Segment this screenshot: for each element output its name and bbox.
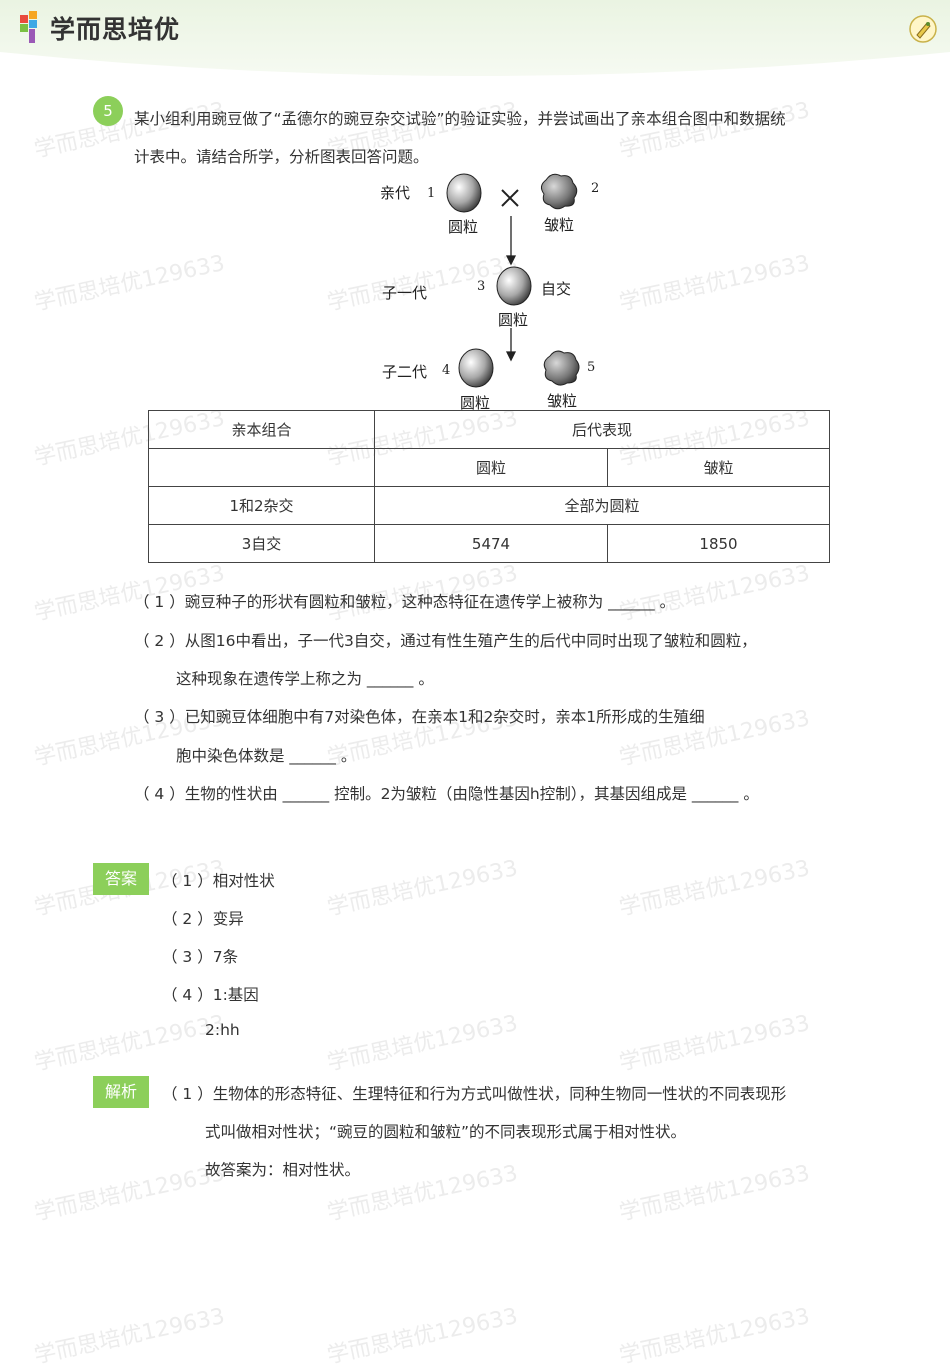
table-cell: 全部为圆粒 [374,486,830,525]
pencil-badge-icon [908,14,938,44]
watermark: 学而思培优129633 [617,251,812,316]
f2-generation-label: 子二代 [382,363,428,381]
watermark: 学而思培优129633 [325,1011,520,1076]
header-band [0,0,950,76]
sub-question-3-cont: 胞中染色体数是 ______ 。 [176,747,357,765]
wrinkled-label: 皱粒 [547,392,578,410]
sub-question-1: （ 1 ）豌豆种子的形状有圆粒和皱粒，这种态特征在遗传学上被称为 ______ … [134,593,676,611]
pea-number: 5 [587,360,596,375]
wrinkled-label: 皱粒 [544,216,575,234]
answer-line: （ 3 ）7条 [162,948,239,966]
table-cell [148,448,375,487]
question-stem: 某小组利用豌豆做了“孟德尔的豌豆杂交试验”的验证实验，并尝试画出了亲本组合图中和… [134,100,834,176]
diagram-graphics [446,173,580,388]
question-number: 5 [93,96,123,126]
table-row: 1和2杂交 全部为圆粒 [148,486,830,525]
table-header-cell: 后代表现 [374,410,830,449]
answer-line: （ 2 ）变异 [162,910,244,928]
wrinkled-pea-2 [540,173,578,210]
table-row: 亲本组合 后代表现 [148,410,830,449]
watermark: 学而思培优129633 [617,1304,812,1369]
watermark: 学而思培优129633 [325,856,520,921]
sub-question-2: （ 2 ）从图16中看出，子一代3自交，通过有性生殖产生的后代中同时出现了皱粒和… [134,632,757,650]
answer-line: （ 4 ）1:基因 [162,986,259,1004]
round-pea-3 [496,266,532,306]
analysis-line: 故答案为：相对性状。 [205,1161,361,1179]
table-cell: 1850 [607,524,830,563]
wrinkled-pea-5 [543,350,580,386]
sub-question-3: （ 3 ）已知豌豆体细胞中有7对染色体，在亲本1和2杂交时，亲本1所形成的生殖细 [134,708,705,726]
page-header: 学而思培优 [0,0,950,88]
pea-number: 4 [442,363,451,378]
sub-question-4: （ 4 ）生物的性状由 ______ 控制。2为皱粒（由隐性基因h控制），其基因… [134,785,759,803]
watermark: 学而思培优129633 [32,1161,227,1226]
logo-icon [18,11,44,45]
watermark: 学而思培优129633 [617,1011,812,1076]
f1-generation-label: 子一代 [382,284,428,302]
table-header-cell: 圆粒 [374,448,608,487]
data-table: 亲本组合 后代表现 圆粒 皱粒 1和2杂交 全部为圆粒 3自交 5474 185… [148,410,830,563]
pea-number: 2 [591,181,600,196]
watermark: 学而思培优129633 [32,1304,227,1369]
parent-generation-label: 亲代 [380,184,411,202]
brand-logo: 学而思培优 [18,10,180,46]
watermark: 学而思培优129633 [617,1161,812,1226]
watermark: 学而思培优129633 [617,856,812,921]
arrow-down [505,216,517,266]
round-pea-4 [458,348,494,388]
self-cross-label: 自交 [541,280,572,298]
analysis-line: （ 1 ）生物体的形态特征、生理特征和行为方式叫做性状，同种生物同一性状的不同表… [162,1085,787,1103]
round-label: 圆粒 [498,311,529,329]
table-cell: 3自交 [148,524,375,563]
answer-tag: 答案 [93,863,149,895]
table-cell: 1和2杂交 [148,486,375,525]
answer-line: （ 1 ）相对性状 [162,872,275,890]
round-label: 圆粒 [460,394,491,412]
table-header-cell: 亲本组合 [148,410,375,449]
analysis-tag: 解析 [93,1076,149,1108]
arrow-down [505,328,517,362]
answer-line: 2:hh [205,1021,240,1039]
table-cell: 5474 [374,524,608,563]
watermark: 学而思培优129633 [32,251,227,316]
table-header-cell: 皱粒 [607,448,830,487]
cross-diagram: 亲代 1 2 圆粒 皱粒 子一代 3 自交 圆粒 子二代 4 5 圆粒 皱粒 [360,168,640,414]
question-stem-line: 某小组利用豌豆做了“孟德尔的豌豆杂交试验”的验证实验，并尝试画出了亲本组合图中和… [134,110,786,128]
watermark: 学而思培优129633 [325,1304,520,1369]
brand-name: 学而思培优 [50,15,181,44]
sub-question-2-cont: 这种现象在遗传学上称之为 ______ 。 [176,670,434,688]
round-pea-1 [446,173,482,213]
round-label: 圆粒 [448,218,479,236]
table-row: 圆粒 皱粒 [148,448,830,487]
question-stem-line: 计表中。请结合所学，分析图表回答问题。 [134,148,429,166]
pea-number: 3 [477,279,486,294]
table-row: 3自交 5474 1850 [148,524,830,563]
watermark: 学而思培优129633 [32,1011,227,1076]
cross-icon [501,189,519,207]
pea-number: 1 [427,186,436,201]
analysis-line: 式叫做相对性状；“豌豆的圆粒和皱粒”的不同表现形式属于相对性状。 [205,1123,687,1141]
